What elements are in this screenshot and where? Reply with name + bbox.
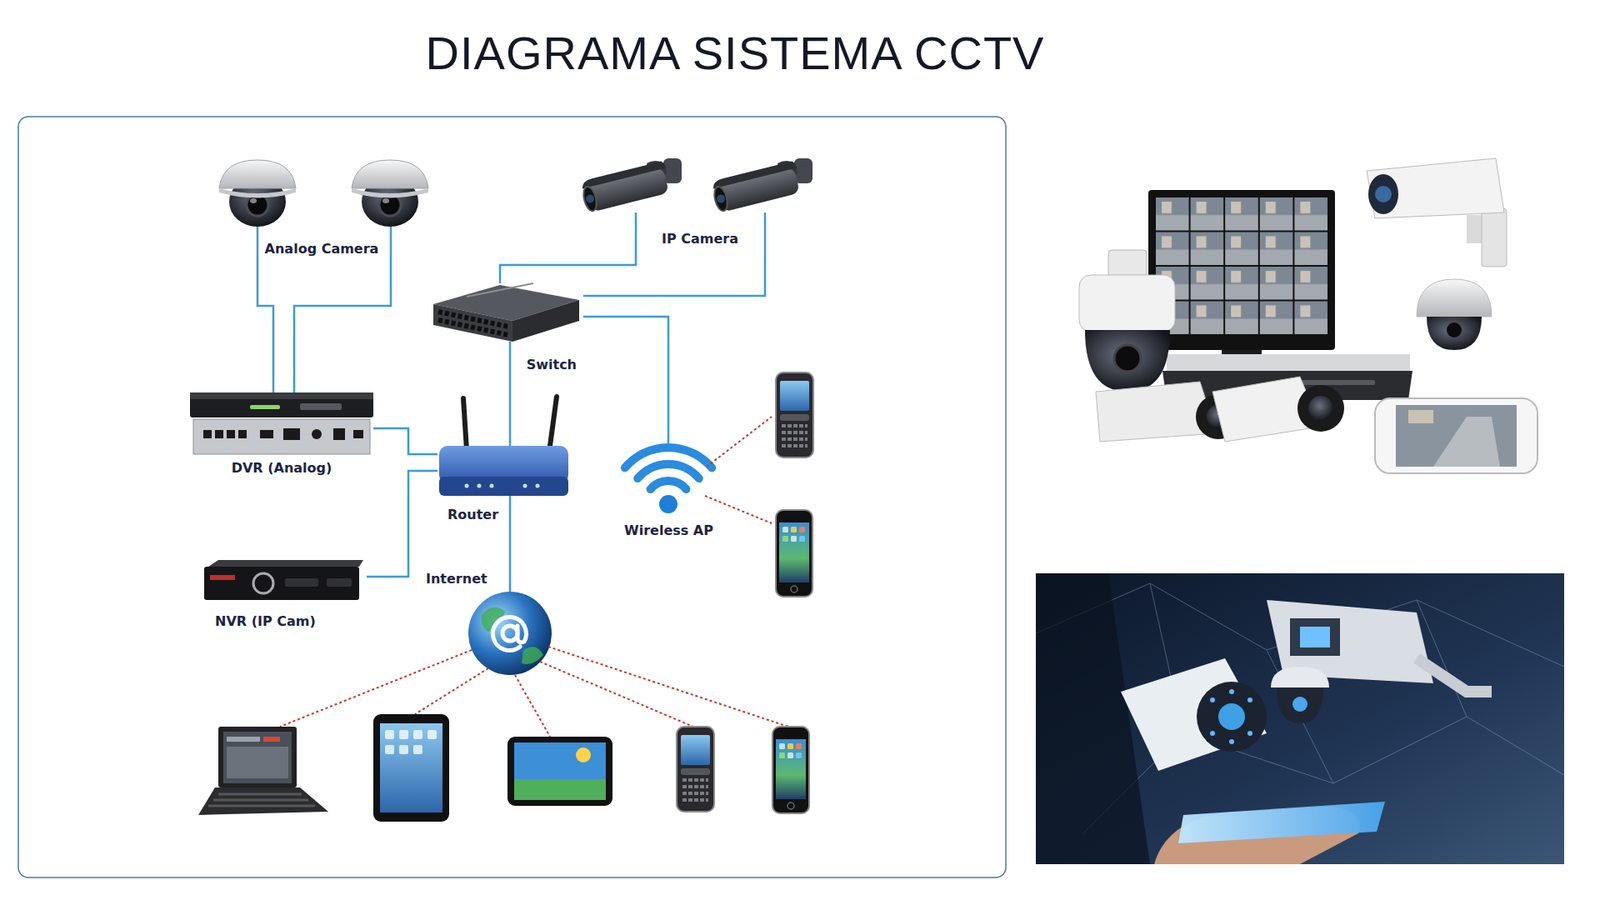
diagram-title: DIAGRAMA SISTEMA CCTV: [0, 25, 1470, 81]
device-label: NVR (IP Cam): [215, 613, 316, 630]
cable-line: [509, 375, 512, 388]
router-node: Router: [437, 387, 575, 525]
wireless-ap-node: Wireless AP: [612, 433, 725, 542]
ip-camera-node: IP Camera: [575, 153, 825, 250]
nvr-node: NVR (IP Cam): [200, 556, 367, 632]
device-label: Wireless AP: [624, 522, 714, 539]
device-label: Router: [447, 506, 499, 523]
internet-node: Internet: [420, 568, 559, 675]
cable-line: [509, 525, 512, 569]
cable-line: [257, 260, 274, 393]
cable-line: [500, 250, 636, 284]
dvr-node: DVR (Analog): [190, 392, 374, 480]
cable-line: [373, 428, 438, 455]
cable-line: [583, 250, 765, 296]
device-label: Analog Camera: [265, 240, 380, 257]
switch-node: Switch: [420, 283, 584, 375]
device-label: Switch: [526, 356, 577, 373]
cable-line: [583, 316, 669, 434]
device-label: IP Camera: [661, 230, 739, 247]
cable-line: [294, 260, 391, 393]
device-label: DVR (Analog): [231, 460, 333, 476]
analog-camera-node: Analog Camera: [204, 153, 440, 260]
cable-line: [366, 470, 438, 577]
device-label: Internet: [425, 570, 488, 587]
